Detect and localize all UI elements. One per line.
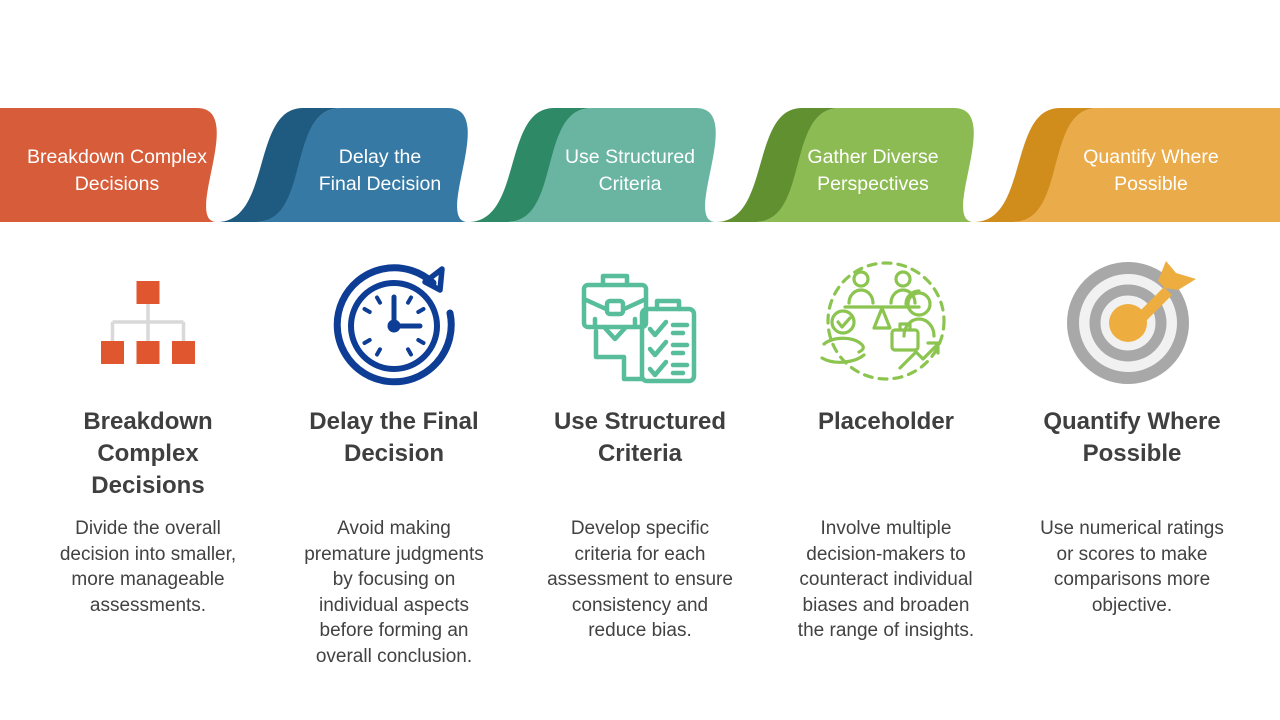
column-body: Divide the overall decision into smaller… xyxy=(59,518,237,616)
column-heading: Delay the Final Decision xyxy=(309,408,479,467)
ribbon-title-breakdown: Breakdown Complex Decisions xyxy=(27,146,207,195)
column-body: Develop specific criteria for each asses… xyxy=(547,518,733,641)
structured-criteria-icon xyxy=(581,273,697,384)
ribbon-segment-criteria xyxy=(507,108,716,222)
wave-ribbon-banner xyxy=(0,108,1280,222)
icon-box xyxy=(530,252,750,394)
ribbon-title-perspectives: Gather Diverse Perspectives xyxy=(807,146,939,195)
column-heading: Quantify Where Possible xyxy=(1043,408,1221,467)
ribbon-title-quantify: Quantify Where Possible xyxy=(1083,146,1219,195)
column-heading: Placeholder xyxy=(817,408,955,435)
icon-box xyxy=(38,252,258,394)
icon-box xyxy=(284,252,504,394)
column-body: Avoid making premature judgments by focu… xyxy=(304,518,484,667)
ribbon-fold-shadow-1 xyxy=(217,108,341,222)
org-chart-icon xyxy=(101,281,195,364)
ribbon-segment-quantify xyxy=(1013,108,1280,222)
ribbon-fold-shadow-3 xyxy=(716,108,840,222)
diverse-perspectives-icon xyxy=(820,261,946,381)
column-breakdown: Breakdown Complex Decisions Divide the o… xyxy=(38,252,258,618)
column-perspectives: Placeholder Involve multiple decision-ma… xyxy=(776,252,996,644)
ribbon-fold-shadow-4 xyxy=(974,108,1098,222)
column-body: Use numerical ratings or scores to make … xyxy=(1040,518,1224,616)
ribbon-segment-delay xyxy=(256,108,468,222)
column-body: Involve multiple decision-makers to coun… xyxy=(797,518,975,641)
column-criteria: Use Structured Criteria Develop specific… xyxy=(530,252,750,644)
ribbon-fold-shadow-2 xyxy=(468,108,592,222)
column-delay: Delay the Final Decision Avoid making pr… xyxy=(284,252,504,669)
column-quantify: Quantify Where Possible Use numerical ra… xyxy=(1022,252,1242,618)
column-heading: Breakdown Complex Decisions xyxy=(83,408,213,499)
column-heading: Use Structured Criteria xyxy=(553,408,727,467)
ribbon-segment-breakdown xyxy=(0,108,217,222)
ribbon-title-criteria: Use Structured Criteria xyxy=(564,146,696,195)
icon-box xyxy=(1022,252,1242,394)
target-dart-icon xyxy=(1067,261,1196,384)
ribbon-segment-perspectives xyxy=(755,108,974,222)
delay-clock-icon xyxy=(333,264,455,386)
ribbon-title-delay: Delay the Final Decision xyxy=(318,146,442,195)
icon-box xyxy=(776,252,996,394)
